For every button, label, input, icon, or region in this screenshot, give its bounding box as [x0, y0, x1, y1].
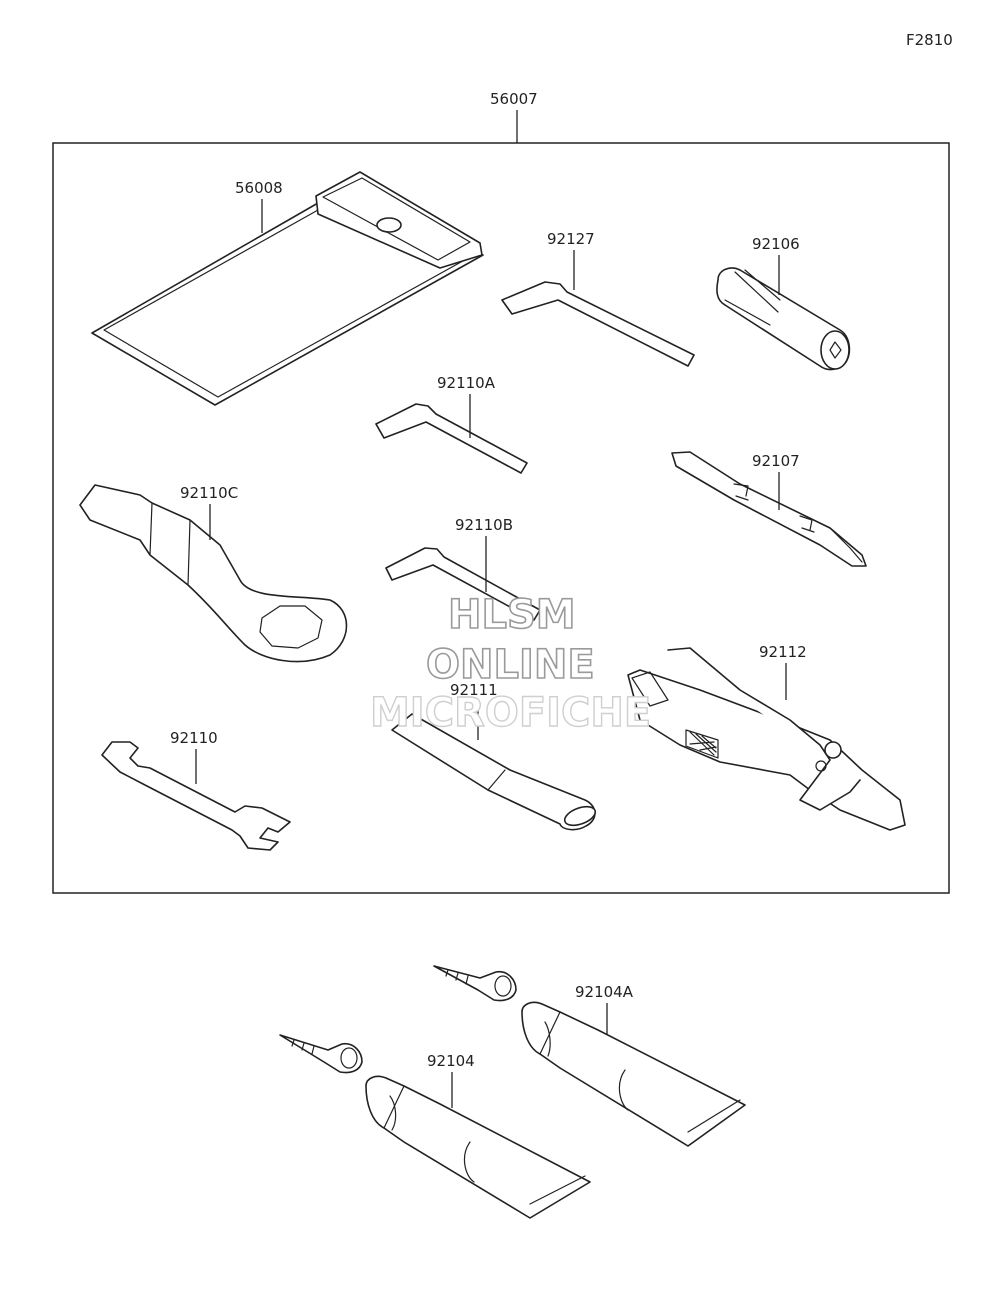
watermark-line2: ONLINE [426, 642, 595, 688]
watermark-line1: HLSM [448, 592, 576, 638]
ring-wrench: 92110C [79, 484, 348, 663]
label-56008: 56008 [235, 179, 283, 197]
label-92110c: 92110C [180, 484, 238, 502]
grease-tube-a: 92104A [433, 965, 746, 1147]
hex-wrench-a: 92110A [375, 374, 528, 474]
label-92110: 92110 [170, 729, 218, 747]
screwdriver-bit: 92107 [671, 451, 867, 567]
label-92106: 92106 [752, 235, 800, 253]
figure-code: F2810 [906, 31, 953, 49]
open-end-wrench: 92110 [101, 729, 291, 851]
extension-bar: 92111 [391, 681, 597, 831]
label-56007: 56007 [490, 90, 538, 108]
screwdriver-grip: 92106 [716, 235, 851, 371]
label-92112: 92112 [759, 643, 807, 661]
tool-kit-frame [52, 142, 950, 894]
label-92111: 92111 [450, 681, 498, 699]
label-92104: 92104 [427, 1052, 475, 1070]
watermark-line3: MICROFICHE [370, 690, 651, 736]
watermark: HLSM ONLINE MICROFICHE [369, 591, 652, 737]
label-92110b: 92110B [455, 516, 513, 534]
tool-pouch: 56008 [91, 171, 484, 406]
label-92104a: 92104A [575, 983, 634, 1001]
tool-kit-callout: 56007 [490, 90, 538, 143]
label-92110a: 92110A [437, 374, 496, 392]
hex-wrench-b: 92110B [385, 516, 541, 621]
grease-tube: 92104 [279, 1034, 591, 1219]
pliers: 92112 [627, 643, 906, 831]
label-92127: 92127 [547, 230, 595, 248]
hex-wrench-large: 92127 [501, 230, 695, 367]
label-92107: 92107 [752, 452, 800, 470]
